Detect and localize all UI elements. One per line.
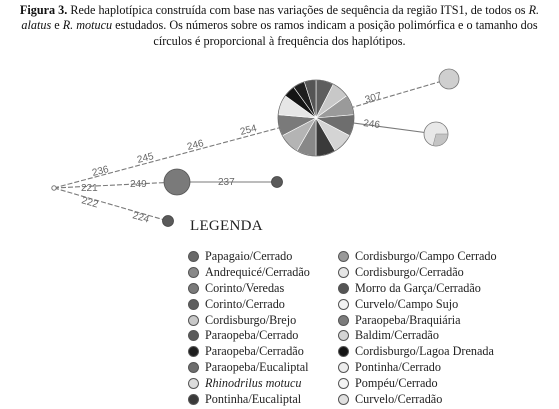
legend-item: Corinto/Veredas xyxy=(188,281,338,297)
branch-label: 222 xyxy=(80,195,99,210)
legend-swatch xyxy=(188,361,199,373)
root-node xyxy=(51,185,57,191)
branch-label: 237 xyxy=(218,177,235,188)
legend-label: Rhinodrilus motucu xyxy=(205,375,302,390)
legend-swatch xyxy=(338,346,349,358)
haplotype-right-pie xyxy=(423,121,449,147)
legend-swatch xyxy=(188,330,199,342)
legend-swatch xyxy=(338,377,349,389)
legend-swatch xyxy=(188,267,199,279)
legend-item: Cordisburgo/Brejo xyxy=(188,312,338,328)
haplotype-middle xyxy=(163,168,191,196)
haplotype-middle-small xyxy=(271,176,283,188)
main-haplotype-pie xyxy=(277,79,355,157)
legend-label: Curvelo/Cerradão xyxy=(355,391,443,406)
legend-item: Paraopeba/Cerradão xyxy=(188,344,338,360)
legend-swatch xyxy=(338,393,349,405)
legend-label: Paraopeba/Braquiária xyxy=(355,312,461,327)
legend-item: Curvelo/Campo Sujo xyxy=(338,296,554,312)
caption-species-1: R. alatus xyxy=(21,3,540,33)
legend-item: Rhinodrilus motucu xyxy=(188,375,338,391)
branch-labels: 236 245 246 254 307 246 221 249 237 222 … xyxy=(80,91,383,226)
legend-label: Andrequicé/Cerradão xyxy=(205,265,310,280)
legend-swatch xyxy=(338,361,349,373)
legend-label: Baldim/Cerradão xyxy=(355,328,439,343)
legend: Papagaio/Cerrado Cordisburgo/Campo Cerrad… xyxy=(188,249,554,407)
haplotype-top-right xyxy=(438,68,460,90)
legend-swatch xyxy=(338,267,349,279)
legend-swatch xyxy=(338,330,349,342)
branch-root-to-bottom xyxy=(53,187,169,222)
branch-label: 249 xyxy=(130,179,147,190)
haplotype-nodes xyxy=(51,68,460,227)
legend-swatch xyxy=(188,251,199,263)
legend-item: Morro da Garça/Cerradão xyxy=(338,281,554,297)
legend-swatch xyxy=(188,282,199,294)
legend-swatch xyxy=(338,314,349,326)
branch-root-to-main xyxy=(53,117,317,189)
legend-swatch xyxy=(188,346,199,358)
haplotype-bottom-small xyxy=(162,215,174,227)
legend-item: Corinto/Cerrado xyxy=(188,296,338,312)
legend-item: Cordisburgo/Cerradão xyxy=(338,265,554,281)
branch-root-to-mid xyxy=(53,181,178,189)
legend-label: Cordisburgo/Campo Cerrado xyxy=(355,249,497,264)
legend-item: Curvelo/Cerradão xyxy=(338,391,554,407)
legend-item: Paraopeba/Braquiária xyxy=(338,312,554,328)
caption-species-2: R. motucu xyxy=(62,18,113,33)
legend-swatch xyxy=(188,314,199,326)
legend-label: Paraopeba/Cerrado xyxy=(205,328,299,343)
legend-label: Paraopeba/Eucaliptal xyxy=(205,359,309,374)
legend-label: Pompéu/Cerrado xyxy=(355,375,438,390)
legend-item: Baldim/Cerradão xyxy=(338,328,554,344)
network-branches xyxy=(53,78,450,222)
legend-label: Pontinha/Cerrado xyxy=(355,359,441,374)
legend-label: Cordisburgo/Brejo xyxy=(205,312,297,327)
legend-label: Morro da Garça/Cerradão xyxy=(355,280,481,295)
legend-item: Papagaio/Cerrado xyxy=(188,249,338,265)
caption-text-3: estudados. Os números sobre os ramos ind… xyxy=(112,18,538,48)
legend-swatch xyxy=(338,298,349,310)
legend-label: Pontinha/Eucaliptal xyxy=(205,391,302,406)
legend-item: Cordisburgo/Campo Cerrado xyxy=(338,249,554,265)
caption-text-2: e xyxy=(51,18,63,33)
caption-label: Figura 3. xyxy=(19,3,68,17)
legend-item: Paraopeba/Cerrado xyxy=(188,328,338,344)
branch-label: 224 xyxy=(131,210,150,225)
branch-label: 246 xyxy=(186,138,205,153)
legend-swatch xyxy=(338,251,349,263)
legend-item: Pompéu/Cerrado xyxy=(338,375,554,391)
legend-item: Pontinha/Cerrado xyxy=(338,360,554,376)
branch-label: 254 xyxy=(239,123,258,138)
caption-text-1: Rede haplotípica construída com base nas… xyxy=(67,3,529,17)
branch-label: 221 xyxy=(81,183,98,194)
branch-label: 236 xyxy=(91,164,110,179)
legend-item: Paraopeba/Eucaliptal xyxy=(188,360,338,376)
legend-item: Pontinha/Eucaliptal xyxy=(188,391,338,407)
branch-label: 245 xyxy=(136,151,155,166)
legend-swatch xyxy=(188,298,199,310)
legend-swatch xyxy=(338,282,349,294)
legend-label: Cordisburgo/Cerradão xyxy=(355,265,464,280)
legend-label: Corinto/Veredas xyxy=(205,280,285,295)
legend-label: Corinto/Cerrado xyxy=(205,296,285,311)
legend-label: Curvelo/Campo Sujo xyxy=(355,296,459,311)
legend-label: Cordisburgo/Lagoa Drenada xyxy=(355,344,494,359)
legend-item: Cordisburgo/Lagoa Drenada xyxy=(338,344,554,360)
legend-label: Paraopeba/Cerradão xyxy=(205,344,304,359)
legend-swatch xyxy=(188,377,199,389)
legend-title: LEGENDA xyxy=(190,218,263,234)
branch-label: 246 xyxy=(363,118,381,131)
figure-caption: Figura 3. Rede haplotípica construída co… xyxy=(4,3,555,49)
legend-swatch xyxy=(188,393,199,405)
branch-label: 307 xyxy=(364,91,383,106)
legend-item: Andrequicé/Cerradão xyxy=(188,265,338,281)
legend-label: Papagaio/Cerrado xyxy=(205,249,293,264)
